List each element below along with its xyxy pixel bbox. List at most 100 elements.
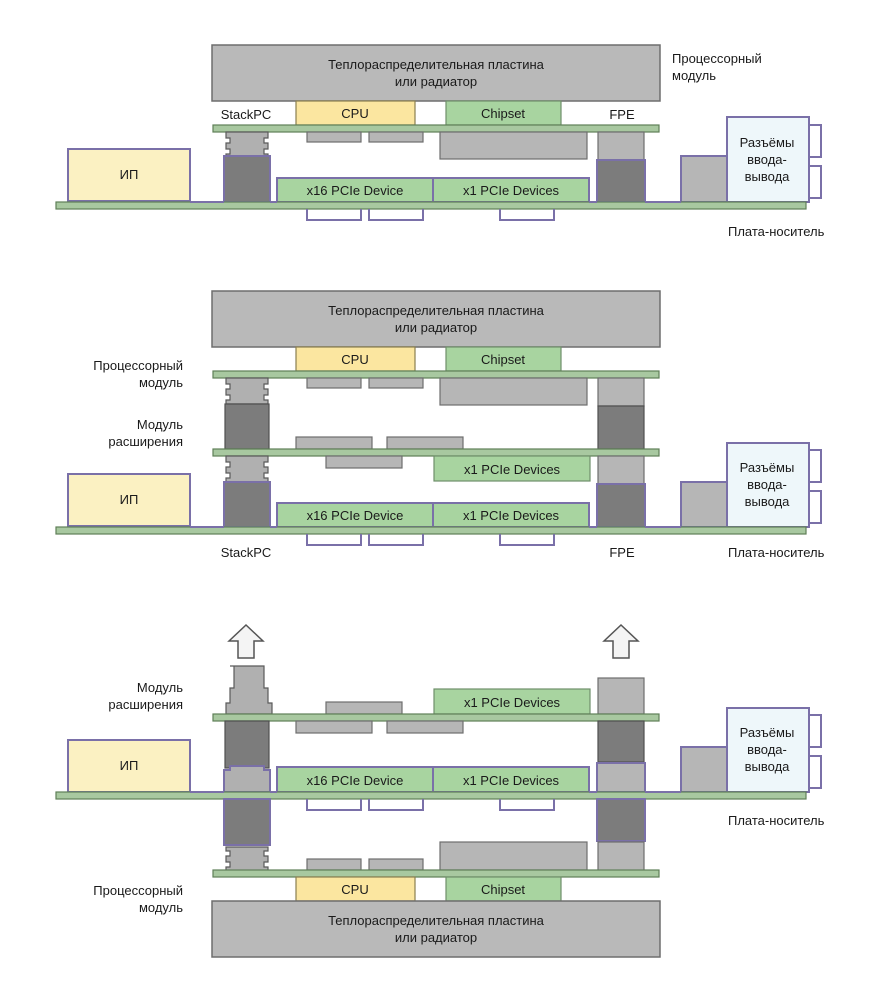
expansion-module-label-2: расширения <box>108 434 183 449</box>
expansion-component <box>386 720 464 734</box>
carrier-board-label: Плата-носитель <box>728 224 825 239</box>
expansion-module-label-1: Модуль <box>137 417 183 432</box>
x16-pcie-device <box>276 502 434 528</box>
io-label-1: Разъёмы <box>740 135 795 150</box>
chipset-label: Chipset <box>481 352 525 367</box>
fpe-connector-lower <box>597 841 645 873</box>
expansion-module-label-1: Модуль <box>137 680 183 695</box>
heat-spreader <box>211 900 661 958</box>
stackpc-connector-carrier <box>223 765 271 793</box>
io-block <box>680 481 728 528</box>
fpe-connector-upper <box>597 455 645 485</box>
panel-3: Модуль расширения x1 PCIe Devices ИП x16… <box>55 623 825 958</box>
io-label-2: ввода- <box>747 152 787 167</box>
cpu-module-label-2: модуль <box>139 900 183 915</box>
io-connector-tabs <box>809 714 822 789</box>
heat-spreader <box>211 290 661 348</box>
stackpc-connector-lower <box>223 481 271 528</box>
power-supply <box>67 473 191 527</box>
stackpc-connector-lower <box>225 846 269 873</box>
heat-spreader-label-1: Теплораспределительная пластина <box>328 913 545 928</box>
fpe-connector-upper <box>597 377 645 407</box>
cpu-module-label-1: Процессорный <box>672 51 762 66</box>
power-supply <box>67 739 191 793</box>
stackpc-connector-upper <box>225 131 269 159</box>
io-block <box>680 155 728 203</box>
module-component <box>439 841 588 871</box>
panel-2: Теплораспределительная пластина или ради… <box>55 290 825 560</box>
chipset-label: Chipset <box>481 106 525 121</box>
io-label-2: ввода- <box>747 742 787 757</box>
x1-pcie-label: x1 PCIe Devices <box>464 462 561 477</box>
module-component <box>368 377 424 389</box>
expansion-component <box>295 720 373 734</box>
expansion-module-label-2: расширения <box>108 697 183 712</box>
x1-pcie-label: x1 PCIe Devices <box>463 183 560 198</box>
carrier-board-label: Плата-носитель <box>728 545 825 560</box>
psu-label: ИП <box>120 492 139 507</box>
stackpc-up-arrow <box>227 623 265 659</box>
x16-pcie-label: x16 PCIe Device <box>307 183 404 198</box>
heat-spreader-label-1: Теплораспределительная пластина <box>328 57 545 72</box>
power-supply <box>67 148 191 202</box>
stackpc-connector-bottom <box>223 798 271 846</box>
module-component <box>306 377 362 389</box>
cpu-module-label-1: Процессорный <box>93 358 183 373</box>
carrier-under-components <box>306 209 555 221</box>
module-component <box>439 377 588 406</box>
cpu-module-board <box>212 869 660 878</box>
expansion-component <box>325 455 403 469</box>
stackpc-connector-top <box>225 665 273 715</box>
module-component <box>306 858 362 871</box>
carrier-board <box>55 201 807 210</box>
io-label-1: Разъёмы <box>740 725 795 740</box>
fpe-connector-carrier <box>596 762 646 793</box>
cpu-chip <box>295 346 416 372</box>
heat-spreader-label-2: или радиатор <box>395 930 477 945</box>
fpe-connector-upper <box>597 131 645 161</box>
expansion-module-board <box>212 448 660 457</box>
x1-pcie-label: x1 PCIe Devices <box>463 508 560 523</box>
module-component <box>368 858 424 871</box>
io-label-1: Разъёмы <box>740 460 795 475</box>
expansion-component <box>295 436 373 450</box>
module-component <box>306 131 362 143</box>
fpe-connector-body <box>597 720 645 763</box>
carrier-under-components <box>306 534 555 546</box>
fpe-connector-body <box>597 405 645 450</box>
cpu-chip <box>295 100 416 126</box>
carrier-board <box>55 526 807 535</box>
fpe-up-arrow <box>602 623 640 659</box>
expansion-component <box>386 436 464 450</box>
x1-pcie-devices <box>432 766 590 793</box>
heat-spreader-label-2: или радиатор <box>395 320 477 335</box>
io-label-3: вывода <box>745 169 791 184</box>
fpe-label: FPE <box>609 107 635 122</box>
expansion-module-board <box>212 713 660 722</box>
x1-pcie-devices <box>432 502 590 528</box>
stackpc-connector-lower <box>223 155 271 203</box>
cpu-module-board <box>212 370 660 379</box>
panel-1: Теплораспределительная пластина или ради… <box>55 44 825 239</box>
fpe-connector-lower <box>596 159 646 203</box>
x1-pcie-devices-expansion <box>433 688 591 715</box>
x1-pcie-devices-expansion <box>433 455 591 482</box>
fpe-connector-top <box>597 677 645 715</box>
module-component <box>368 131 424 143</box>
cpu-label: CPU <box>341 352 368 367</box>
heat-spreader-label-1: Теплораспределительная пластина <box>328 303 545 318</box>
fpe-connector-lower <box>596 483 646 528</box>
carrier-under-components <box>306 799 555 811</box>
carrier-board-label: Плата-носитель <box>728 813 825 828</box>
psu-label: ИП <box>120 167 139 182</box>
stackpc-label: StackPC <box>221 107 272 122</box>
io-label-2: ввода- <box>747 477 787 492</box>
chipset-label: Chipset <box>481 882 525 897</box>
io-label-3: вывода <box>745 759 791 774</box>
cpu-module-label-1: Процессорный <box>93 883 183 898</box>
x1-pcie-label: x1 PCIe Devices <box>463 773 560 788</box>
psu-label: ИП <box>120 758 139 773</box>
fpe-label: FPE <box>609 545 635 560</box>
io-connectors <box>726 116 810 203</box>
stackpc-label: StackPC <box>221 545 272 560</box>
